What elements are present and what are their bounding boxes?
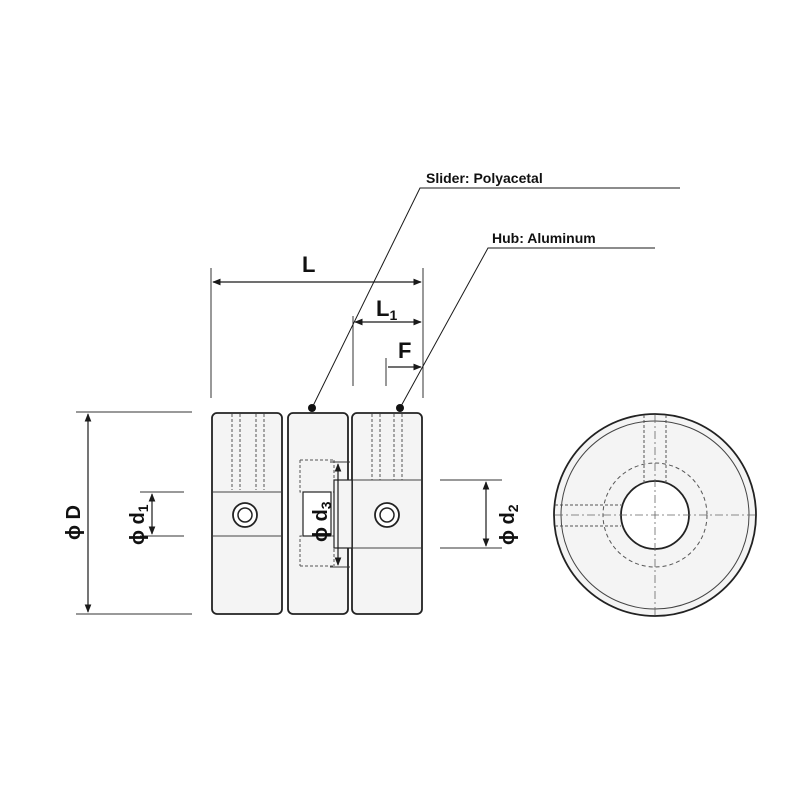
dimension-lines	[84, 278, 490, 613]
dim-phid3: ϕ d3	[310, 501, 334, 542]
slider-label: Slider: Polyacetal	[426, 170, 543, 186]
dim-phid2: ϕ d2	[497, 504, 521, 545]
set-screw-right	[374, 502, 400, 528]
hub-label: Hub: Aluminum	[492, 230, 596, 246]
dim-L1: L1	[376, 296, 397, 323]
hub-leader-dot	[396, 404, 404, 412]
front-view	[553, 413, 757, 617]
dim-L: L	[302, 252, 315, 277]
dim-phiD: ϕ D	[63, 505, 85, 540]
extension-lines	[76, 268, 502, 615]
dim-phid1: ϕ d1	[127, 504, 151, 545]
left-hub	[211, 412, 283, 615]
leader-lines	[311, 187, 680, 409]
right-hub	[333, 412, 423, 615]
set-screw-left	[232, 502, 258, 528]
dim-F: F	[398, 338, 411, 363]
slider-leader-dot	[308, 404, 316, 412]
